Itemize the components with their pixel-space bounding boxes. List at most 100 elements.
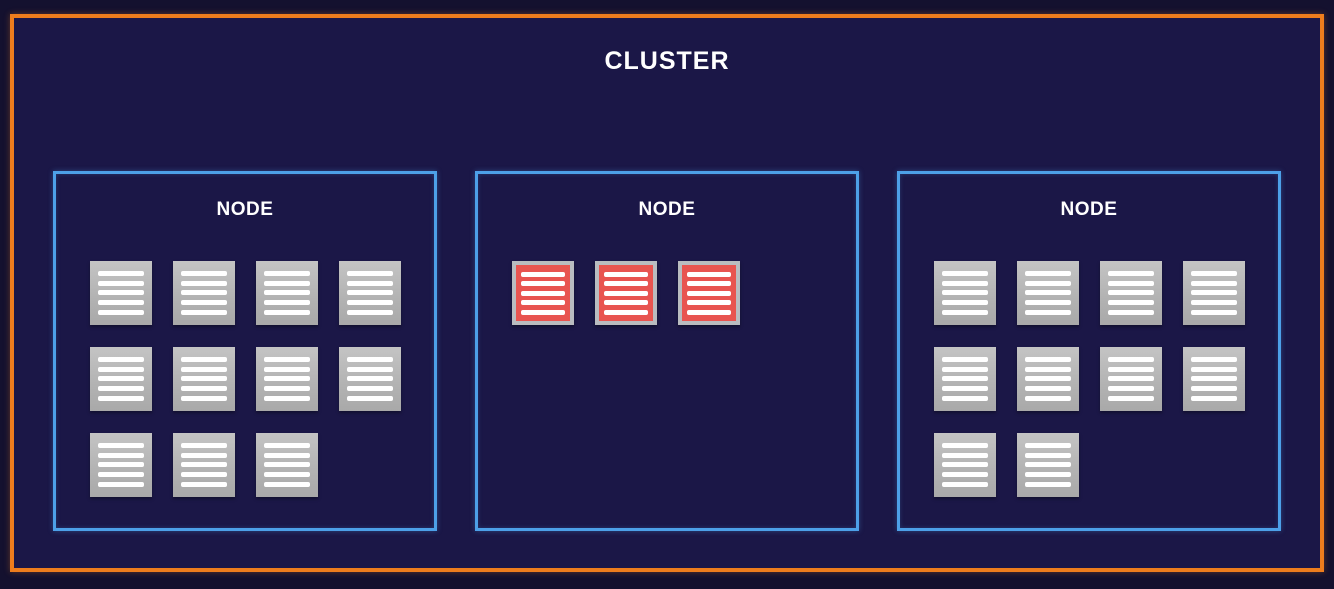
document-icon (90, 433, 152, 497)
document-line (98, 482, 144, 488)
document-line (1191, 396, 1237, 402)
document-line (98, 310, 144, 316)
document-icon (934, 261, 996, 325)
document-line (181, 366, 227, 372)
document-line (1108, 386, 1154, 392)
document-line (1025, 442, 1071, 448)
document-line (942, 386, 988, 392)
document-line (98, 462, 144, 468)
document-line (1191, 290, 1237, 296)
document-icon (1183, 347, 1245, 411)
document-icon (1100, 347, 1162, 411)
pod-row (934, 261, 1278, 325)
document-line (942, 300, 988, 306)
document-line (181, 310, 227, 316)
document-icon (256, 261, 318, 325)
document-line (942, 366, 988, 372)
document-line (347, 366, 393, 372)
document-icon (1017, 347, 1079, 411)
document-line (942, 396, 988, 402)
document-line (264, 270, 310, 276)
document-line (1191, 300, 1237, 306)
pod-grid (900, 261, 1278, 497)
document-line (687, 281, 731, 286)
document-line (264, 290, 310, 296)
pod-row (90, 347, 434, 411)
document-line (98, 270, 144, 276)
cluster-title: CLUSTER (604, 47, 730, 75)
document-line (264, 386, 310, 392)
document-line (604, 281, 648, 286)
document-line (942, 462, 988, 468)
document-line (347, 280, 393, 286)
document-line (1025, 396, 1071, 402)
document-line (1191, 376, 1237, 382)
document-line (181, 442, 227, 448)
document-line (1108, 290, 1154, 296)
document-line (942, 442, 988, 448)
document-line (347, 300, 393, 306)
document-line (1025, 290, 1071, 296)
document-line (1025, 310, 1071, 316)
document-line (264, 452, 310, 458)
document-line (1025, 300, 1071, 306)
document-icon (339, 347, 401, 411)
document-line (347, 356, 393, 362)
document-line (1108, 366, 1154, 372)
document-line (98, 280, 144, 286)
document-line (181, 270, 227, 276)
document-line (1025, 270, 1071, 276)
document-line (521, 290, 565, 296)
document-line (604, 271, 648, 277)
document-line (687, 309, 731, 315)
document-icon (1183, 261, 1245, 325)
document-line (98, 300, 144, 306)
document-line (521, 300, 565, 305)
document-line (1191, 356, 1237, 362)
pod-row (512, 261, 856, 325)
document-line (264, 280, 310, 286)
document-line (1191, 386, 1237, 392)
document-icon (1100, 261, 1162, 325)
document-line (942, 452, 988, 458)
document-line (1025, 356, 1071, 362)
document-line (181, 280, 227, 286)
document-line (1025, 472, 1071, 478)
document-line (1191, 280, 1237, 286)
document-line (1025, 386, 1071, 392)
document-icon (678, 261, 740, 325)
document-line (98, 452, 144, 458)
document-line (181, 386, 227, 392)
document-line (942, 310, 988, 316)
document-line (264, 300, 310, 306)
document-line (1025, 482, 1071, 488)
document-line (98, 472, 144, 478)
document-line (98, 386, 144, 392)
node-title: NODE (638, 199, 696, 220)
document-line (1025, 452, 1071, 458)
document-line (181, 452, 227, 458)
document-line (687, 271, 731, 277)
document-icon (934, 347, 996, 411)
document-line (687, 300, 731, 305)
document-line (604, 300, 648, 305)
document-line (264, 482, 310, 488)
document-icon (173, 433, 235, 497)
node-title: NODE (216, 199, 274, 220)
document-line (181, 300, 227, 306)
document-line (181, 396, 227, 402)
document-line (942, 376, 988, 382)
node-box: NODE (475, 171, 859, 531)
document-line (264, 396, 310, 402)
document-line (98, 356, 144, 362)
pod-row (934, 433, 1278, 497)
document-line (347, 376, 393, 382)
document-line (347, 310, 393, 316)
document-line (264, 356, 310, 362)
document-line (521, 281, 565, 286)
document-line (98, 376, 144, 382)
document-icon (512, 261, 574, 325)
document-line (98, 396, 144, 402)
document-line (264, 442, 310, 448)
document-line (347, 270, 393, 276)
